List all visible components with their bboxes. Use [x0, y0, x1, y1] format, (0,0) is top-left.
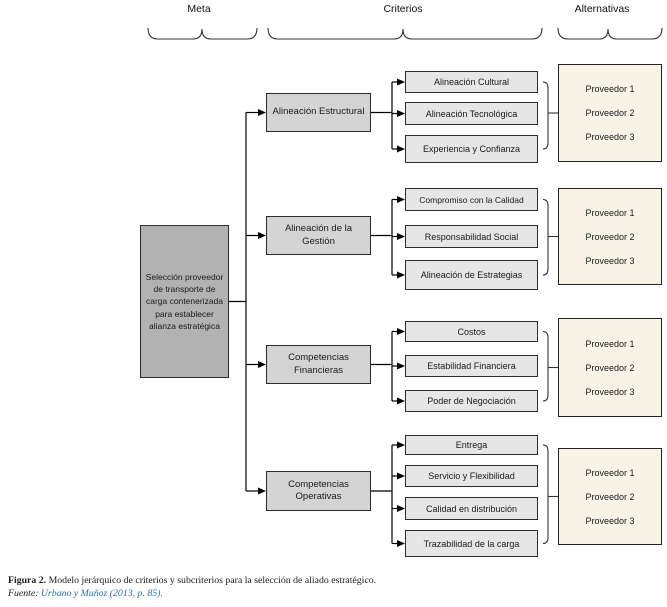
subcriterion-box: Costos [405, 321, 538, 342]
figure-number: Figura 2. [8, 575, 47, 586]
meta-brace [147, 27, 258, 40]
source-line: Fuente: Urbano y Muñoz (2013, p. 85). [8, 587, 648, 600]
alternatives-box: Proveedor 1 Proveedor 2 Proveedor 3 [558, 448, 662, 545]
column-header-alternativas: Alternativas [574, 3, 630, 15]
source-label: Fuente: [8, 588, 39, 600]
criterion-label: Alineación Estructural [272, 106, 365, 118]
subcriterion-box: Responsabilidad Social [405, 225, 538, 248]
column-header-meta: Meta [187, 3, 211, 15]
alternative-label: Proveedor 3 [585, 132, 635, 142]
alternatives-box: Proveedor 1 Proveedor 2 Proveedor 3 [558, 188, 662, 285]
criterion-box-alineacion-estructural: Alineación Estructural [266, 93, 371, 132]
alternatives-box: Proveedor 1 Proveedor 2 Proveedor 3 [558, 64, 662, 162]
subcriterion-box: Experiencia y Confianza [405, 135, 538, 163]
alternative-label: Proveedor 1 [585, 84, 635, 94]
criterion-box-competencias-financieras: Competencias Financieras [266, 345, 371, 384]
alternativas-brace [557, 27, 663, 40]
figure-description: Modelo jerárquico de criterios y subcrit… [48, 575, 377, 586]
alternative-label: Proveedor 1 [585, 467, 635, 478]
alternative-label: Proveedor 1 [585, 338, 635, 349]
subcriterion-box: Alineación Cultural [405, 71, 538, 93]
alternative-label: Proveedor 3 [585, 515, 635, 526]
subcriterion-box: Alineación Tecnológica [405, 102, 538, 125]
goal-to-criteria-connectors [229, 111, 259, 492]
alternative-label: Proveedor 2 [585, 108, 635, 118]
criterion-box-alineacion-gestion: Alineación de la Gestión [266, 216, 371, 255]
alternative-label: Proveedor 3 [585, 386, 635, 397]
alternative-label: Proveedor 2 [585, 491, 635, 502]
criterion-label: Alineación de la Gestión [284, 223, 353, 247]
subcriterion-box: Compromiso con la Calidad [405, 188, 538, 211]
figure-caption: Figura 2. Modelo jerárquico de criterios… [8, 574, 648, 600]
source-citation-link[interactable]: Urbano y Muñoz (2013, p. 85). [40, 588, 163, 600]
column-header-criterios: Criterios [383, 3, 423, 15]
criteria-to-subcriteria-connectors [371, 81, 398, 545]
criterion-box-competencias-operativas: Competencias Operativas [266, 471, 371, 511]
alternative-label: Proveedor 3 [585, 255, 635, 266]
criteria-arrowheads [258, 109, 266, 495]
subcriteria-arrowheads [397, 78, 405, 547]
criterios-brace [267, 27, 543, 40]
subcriterion-box: Trazabilidad de la carga [405, 530, 538, 557]
subcriterion-box: Entrega [405, 435, 538, 455]
criterion-label: Competencias Financieras [288, 352, 349, 376]
subcriteria-to-alternatives-brackets [542, 81, 558, 545]
subcriterion-box: Calidad en distribución [405, 497, 538, 520]
criterion-label: Competencias Operativas [288, 478, 349, 502]
subcriterion-box: Poder de Negociación [405, 390, 538, 412]
subcriterion-box: Alineación de Estrategias [405, 260, 538, 290]
alternative-label: Proveedor 2 [585, 362, 635, 373]
subcriterion-box: Servicio y Flexibilidad [405, 465, 538, 487]
alternative-label: Proveedor 2 [585, 231, 635, 242]
alternatives-box: Proveedor 1 Proveedor 2 Proveedor 3 [558, 318, 662, 417]
goal-box: Selección proveedor de transporte de car… [140, 225, 229, 378]
alternative-label: Proveedor 1 [585, 207, 635, 218]
goal-label: Selección proveedor de transporte de car… [145, 271, 224, 331]
subcriterion-box: Estabilidad Financiera [405, 355, 538, 377]
caption-line: Figura 2. Modelo jerárquico de criterios… [8, 574, 648, 587]
header-braces [147, 27, 663, 40]
